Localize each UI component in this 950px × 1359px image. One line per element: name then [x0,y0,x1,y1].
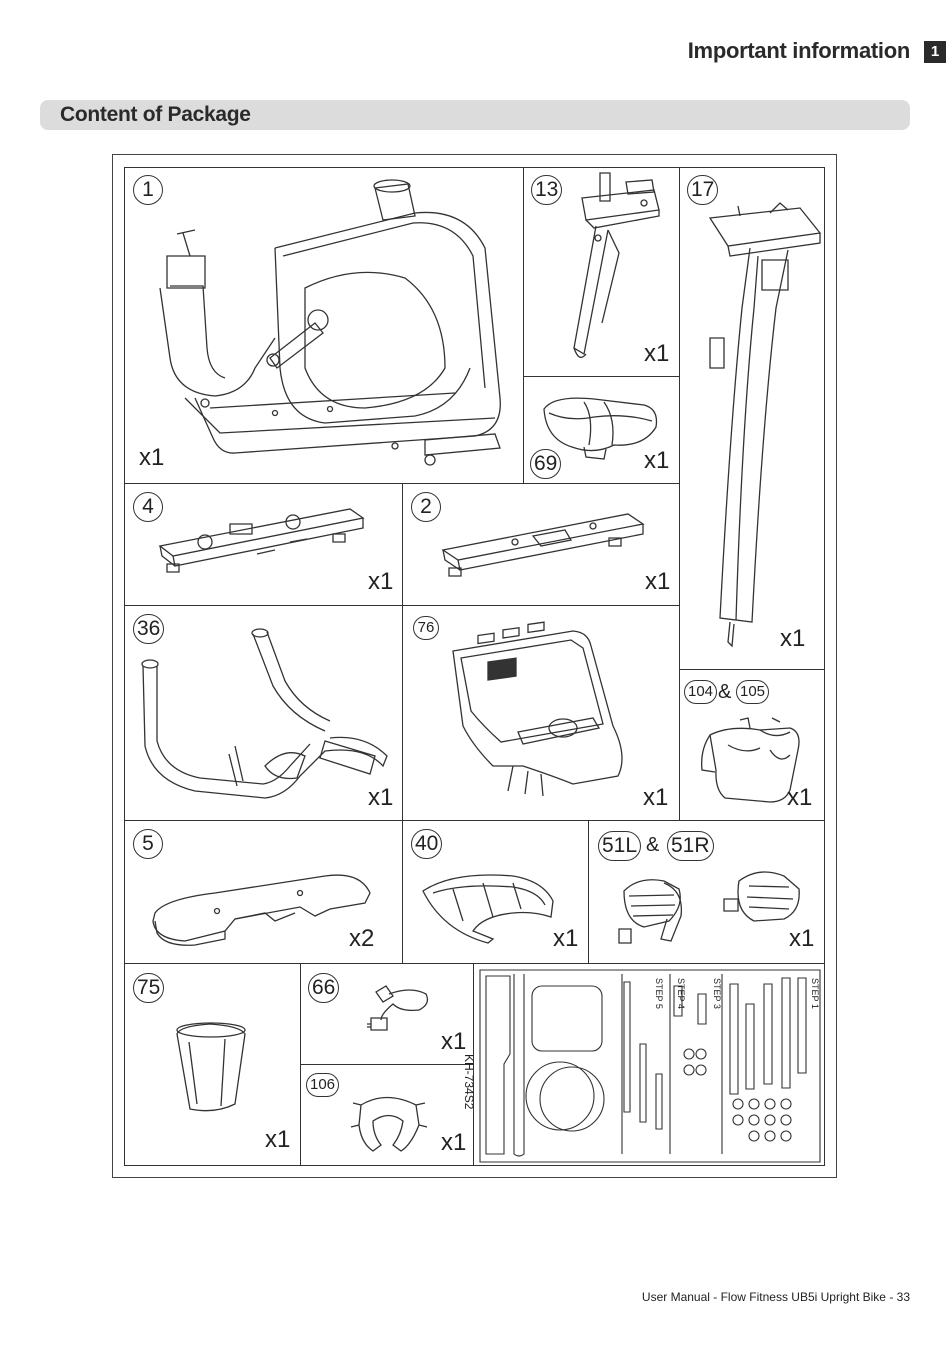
hardware-card-illustration [474,964,826,1167]
hardware-sheet-panel: KH-734S2 STEP 5 STEP 4 STEP 3 STEP 1 [473,963,825,1166]
part-quantity: x1 [789,925,814,953]
section-title: Content of Package [60,103,251,127]
part-panel-104-105: 104 & 105 x1 [679,669,825,821]
chapter-number-badge: 1 [924,41,946,63]
part-panel-13: 13 x1 [523,167,680,377]
part-quantity: x2 [349,925,374,953]
part-quantity: x1 [645,568,670,596]
upright-tube-illustration [680,168,826,671]
page-footer: User Manual - Flow Fitness UB5i Upright … [642,1290,910,1304]
step-label-1: STEP 1 [810,978,820,1009]
part-panel-51l-51r: 51L & 51R x1 [588,820,825,964]
part-quantity: x1 [644,447,669,475]
step-label-3: STEP 3 [712,978,722,1009]
main-frame-illustration [125,168,525,485]
section-header: Content of Package [40,100,910,130]
step-label-4: STEP 4 [676,978,686,1009]
chapter-title: Important information [688,38,910,64]
part-panel-2: 2 x1 [402,483,680,606]
part-quantity: x1 [368,784,393,812]
part-quantity: x1 [139,444,164,472]
part-panel-5: 5 x2 [124,820,403,964]
step-label-5: STEP 5 [654,978,664,1009]
part-quantity: x1 [368,568,393,596]
console-illustration [403,606,681,822]
rear-stabilizer-illustration [125,484,404,607]
part-quantity: x1 [553,925,578,953]
part-panel-36: 36 x1 [124,605,403,821]
part-panel-75: 75 x1 [124,963,301,1166]
part-panel-106: 106 x1 [300,1064,474,1166]
part-quantity: x1 [441,1129,466,1157]
handlebar-illustration [125,606,404,822]
part-panel-66: 66 x1 [300,963,474,1065]
part-quantity: x1 [644,340,669,368]
part-quantity: x1 [265,1126,290,1154]
part-quantity: x1 [780,625,805,653]
hardware-sheet-code: KH-734S2 [462,1054,476,1109]
part-panel-4: 4 x1 [124,483,403,606]
part-panel-69: 69 x1 [523,376,680,484]
part-quantity: x1 [643,784,668,812]
part-quantity: x1 [787,784,812,812]
part-panel-17: 17 x1 [679,167,825,670]
part-panel-40: 40 x1 [402,820,589,964]
part-quantity: x1 [441,1028,466,1056]
part-panel-76: 76 x1 [402,605,680,821]
front-stabilizer-illustration [403,484,681,607]
part-panel-1: 1 x1 [124,167,524,484]
